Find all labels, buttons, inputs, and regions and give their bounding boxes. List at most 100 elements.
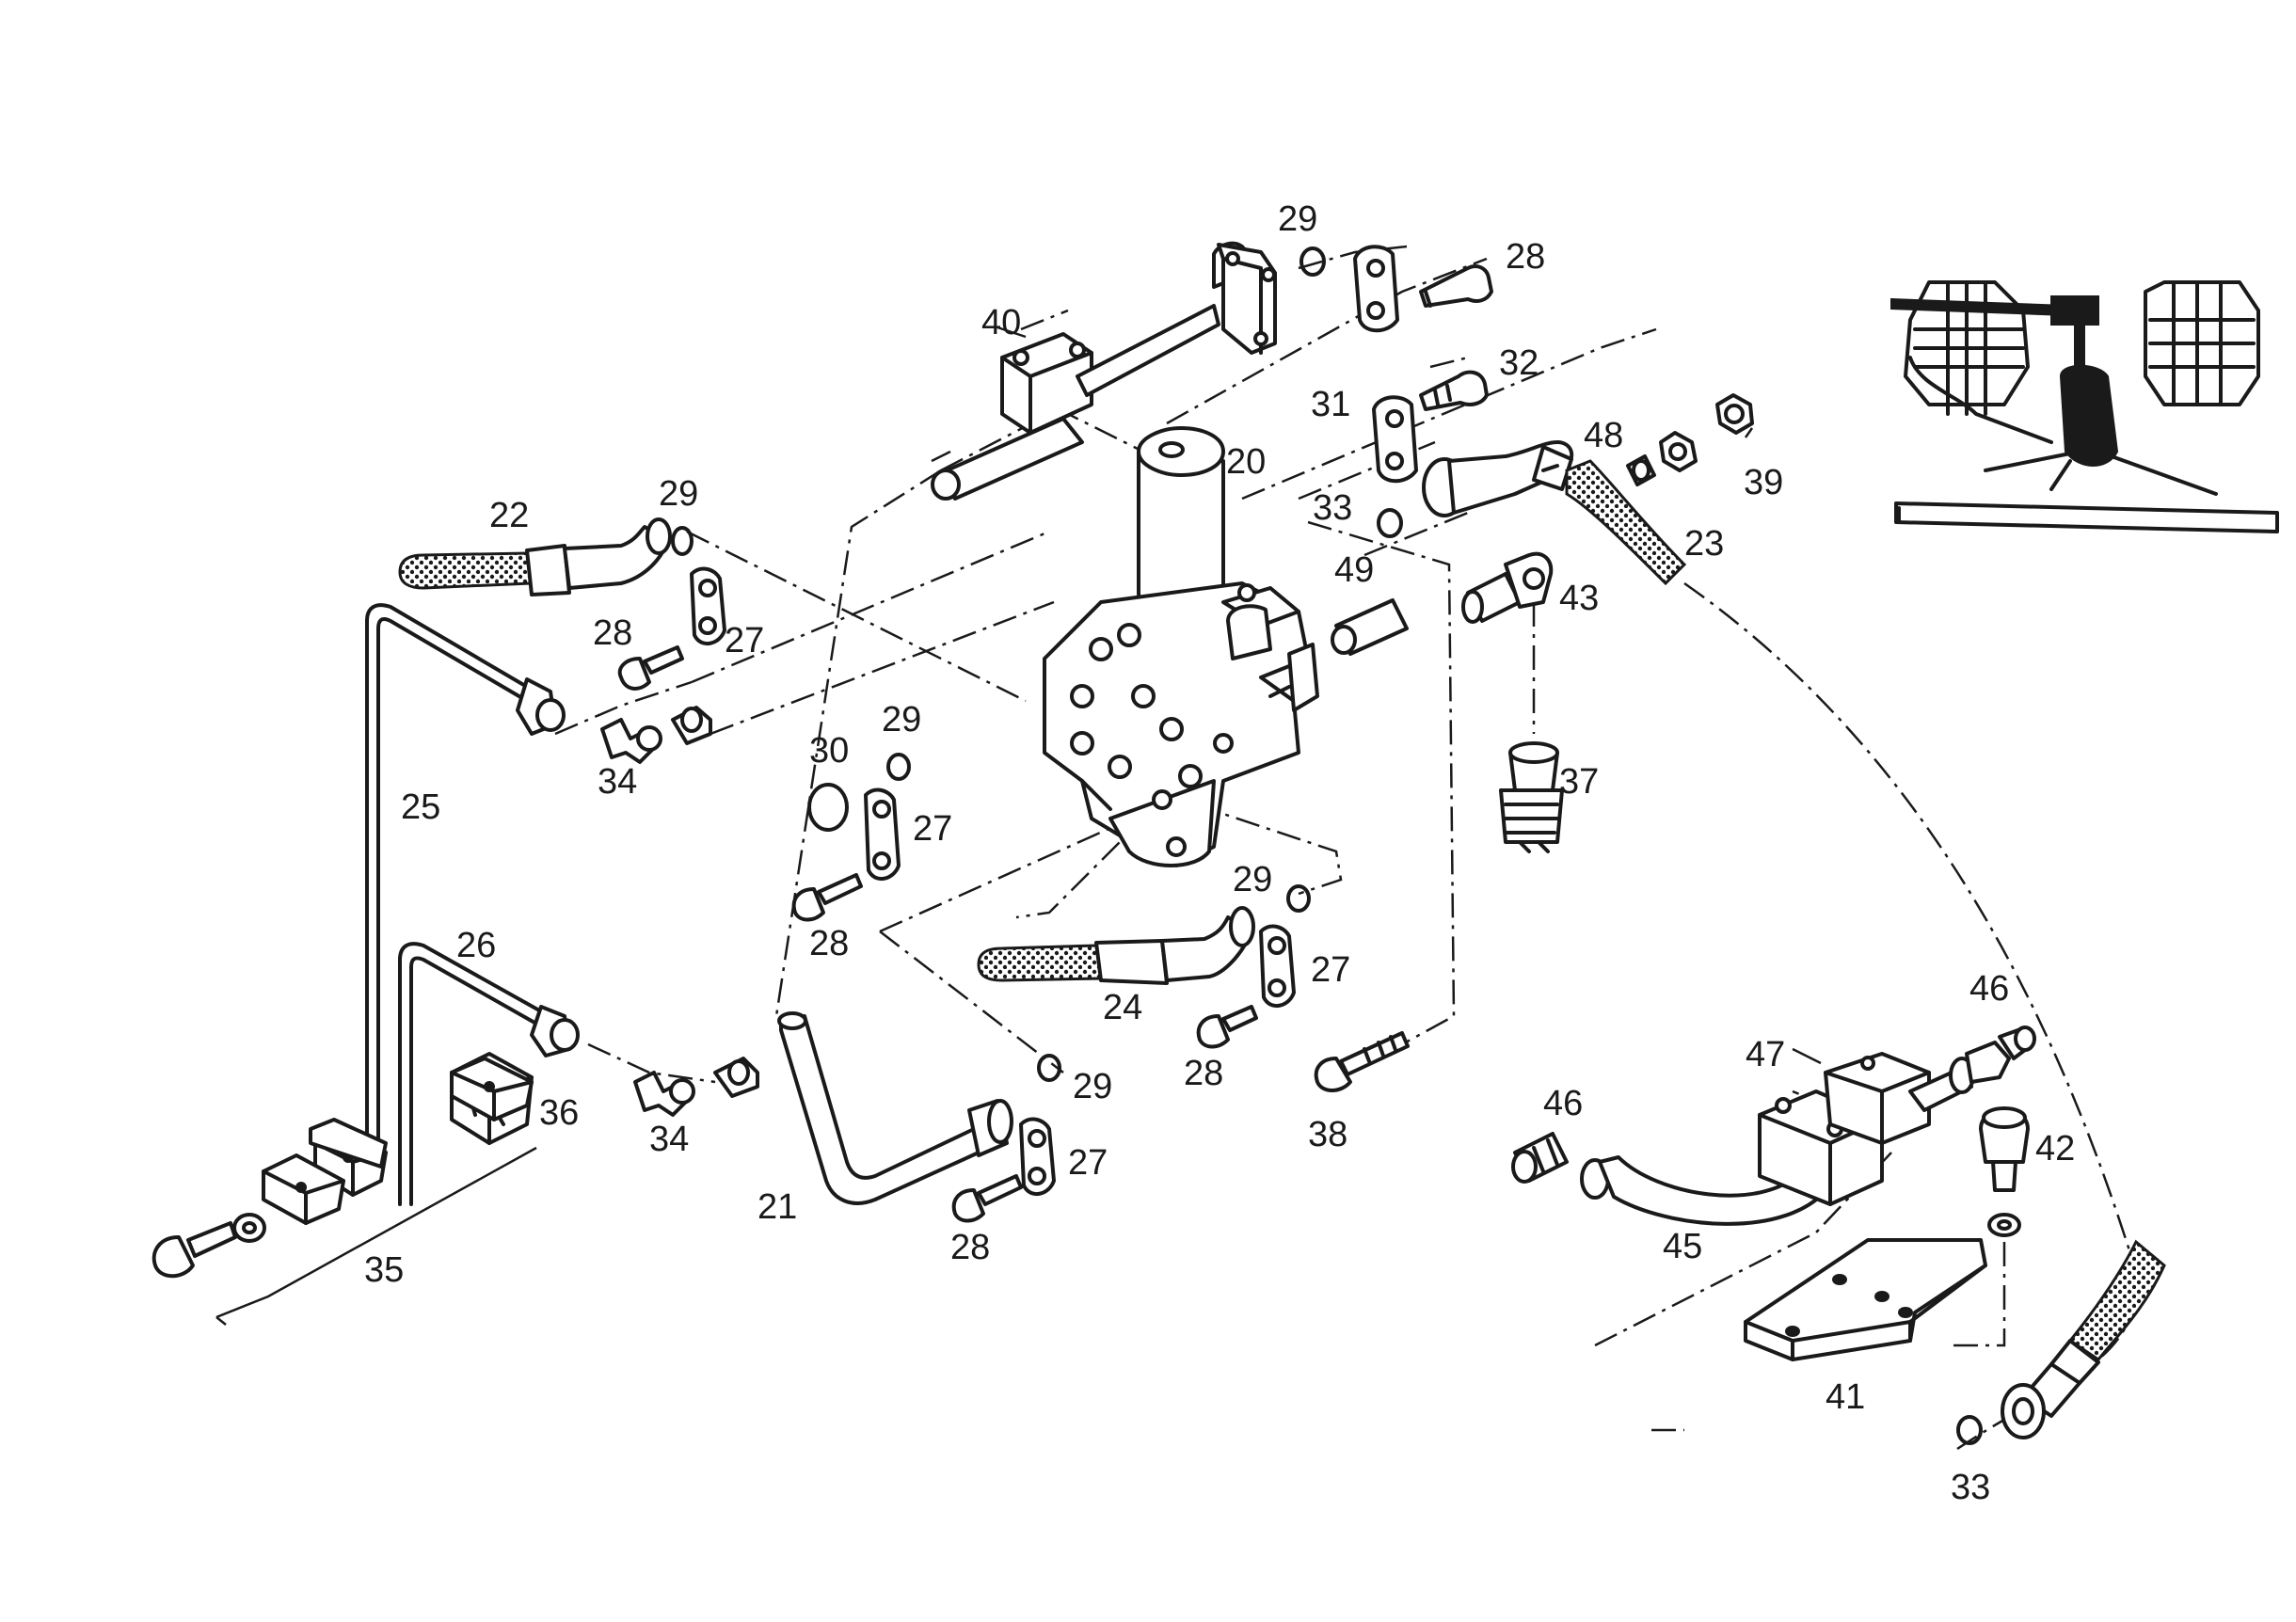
bolt-28-d	[951, 1174, 1023, 1223]
label-34-a: 34	[598, 762, 637, 802]
label-28-e: 28	[950, 1228, 990, 1267]
clip-35	[309, 1118, 388, 1169]
fitting-34-upper	[600, 706, 712, 764]
label-29-b: 29	[659, 474, 698, 514]
flange-27-d	[1019, 1117, 1056, 1196]
label-45: 45	[1663, 1227, 1702, 1266]
o-ring-29-top	[1299, 246, 1326, 277]
manifold-tube	[931, 241, 1277, 501]
washer-35	[232, 1213, 266, 1243]
plug-30	[807, 783, 849, 832]
fitting-46-left	[1511, 1132, 1569, 1184]
label-28-c: 28	[809, 924, 849, 963]
fitting-46-right	[1908, 1026, 2036, 1112]
label-27-a: 27	[725, 621, 764, 660]
hose-23	[1422, 440, 1687, 586]
hose-22	[398, 517, 672, 596]
spacer-49	[1331, 598, 1409, 656]
leader-lines	[997, 326, 1822, 1065]
label-29-d: 29	[1233, 860, 1272, 899]
o-ring-29-c	[1286, 884, 1311, 913]
bolt-35	[151, 1221, 237, 1279]
label-46-a: 46	[1543, 1084, 1583, 1123]
hose-23-end	[2001, 1239, 2166, 1439]
o-ring-29-d	[1037, 1054, 1061, 1082]
bolt-32	[1419, 370, 1489, 411]
label-36: 36	[539, 1093, 579, 1133]
nut-39	[1715, 393, 1754, 435]
flange-27-b	[864, 787, 901, 881]
label-41: 41	[1826, 1377, 1865, 1417]
bolt-28-a	[617, 645, 684, 691]
valve-37	[1499, 741, 1564, 853]
washer-42	[1987, 1213, 2021, 1237]
label-43: 43	[1559, 579, 1599, 618]
label-23: 23	[1684, 524, 1724, 564]
flange-27-a	[690, 566, 726, 645]
valve-body	[1043, 426, 1319, 867]
flange-27-c	[1259, 924, 1296, 1008]
label-49: 49	[1334, 550, 1374, 590]
flange-27-top	[1353, 245, 1399, 333]
label-47: 47	[1746, 1035, 1785, 1074]
bolt-28-top	[1419, 264, 1493, 308]
bracket-35-leader-tick	[215, 1316, 227, 1326]
o-ring-29-a	[671, 526, 694, 556]
fitting-43	[1461, 551, 1554, 624]
label-38: 38	[1308, 1115, 1347, 1154]
label-39: 39	[1744, 463, 1783, 502]
label-28-d: 28	[1184, 1054, 1223, 1093]
label-24: 24	[1103, 988, 1142, 1027]
label-48: 48	[1584, 416, 1623, 455]
label-20: 20	[1226, 442, 1266, 482]
block-47	[1758, 1052, 1931, 1206]
label-22: 22	[489, 496, 529, 535]
hose-45	[1580, 1155, 1832, 1226]
label-33-b: 33	[1951, 1468, 1990, 1507]
label-42: 42	[2035, 1129, 2075, 1169]
nut-48	[1659, 431, 1698, 472]
flange-31	[1372, 395, 1418, 484]
part-labels: 20 21 22 23 24 25 26 27 27 27 27 28 28 2…	[364, 199, 2075, 1507]
washer-48	[1626, 454, 1656, 486]
label-40: 40	[981, 303, 1021, 342]
label-27-d: 27	[1068, 1143, 1108, 1183]
label-30: 30	[809, 731, 849, 771]
label-21: 21	[757, 1187, 797, 1227]
tube-21	[777, 1011, 1013, 1205]
label-27-b: 27	[913, 809, 952, 849]
bolt-42	[1979, 1106, 2030, 1192]
label-35: 35	[364, 1250, 404, 1290]
label-28-a: 28	[1506, 237, 1545, 277]
label-34-b: 34	[649, 1120, 689, 1159]
label-27-c: 27	[1311, 950, 1350, 990]
clamp-block-36	[450, 1057, 534, 1121]
label-29-a: 29	[1278, 199, 1317, 239]
label-31: 31	[1311, 385, 1350, 424]
o-ring-29-b	[886, 753, 911, 781]
plate-41	[1744, 1238, 1987, 1361]
bolt-28-c	[1196, 1005, 1258, 1049]
bolt-28-b	[791, 873, 863, 922]
label-29-e: 29	[1073, 1067, 1112, 1106]
label-28-b: 28	[593, 613, 632, 653]
hose-24	[977, 906, 1255, 985]
locator-inset	[1890, 280, 2279, 533]
clamp-block-35b	[262, 1153, 345, 1225]
label-33-a: 33	[1313, 488, 1352, 528]
tube-25	[365, 603, 566, 1159]
o-ring-33-b	[1956, 1415, 1983, 1445]
bolt-38	[1314, 1031, 1410, 1092]
bracket-35-leader	[215, 1146, 537, 1319]
assembly-lines	[554, 245, 2137, 1451]
label-37: 37	[1559, 762, 1599, 802]
tube-26	[398, 942, 580, 1206]
o-ring-33-a	[1377, 508, 1403, 538]
fitting-34-lower	[633, 1057, 759, 1117]
label-29-c: 29	[882, 700, 921, 739]
label-46-b: 46	[1969, 969, 2009, 1009]
label-25: 25	[401, 787, 440, 827]
label-32: 32	[1499, 343, 1539, 383]
label-26: 26	[456, 926, 496, 965]
